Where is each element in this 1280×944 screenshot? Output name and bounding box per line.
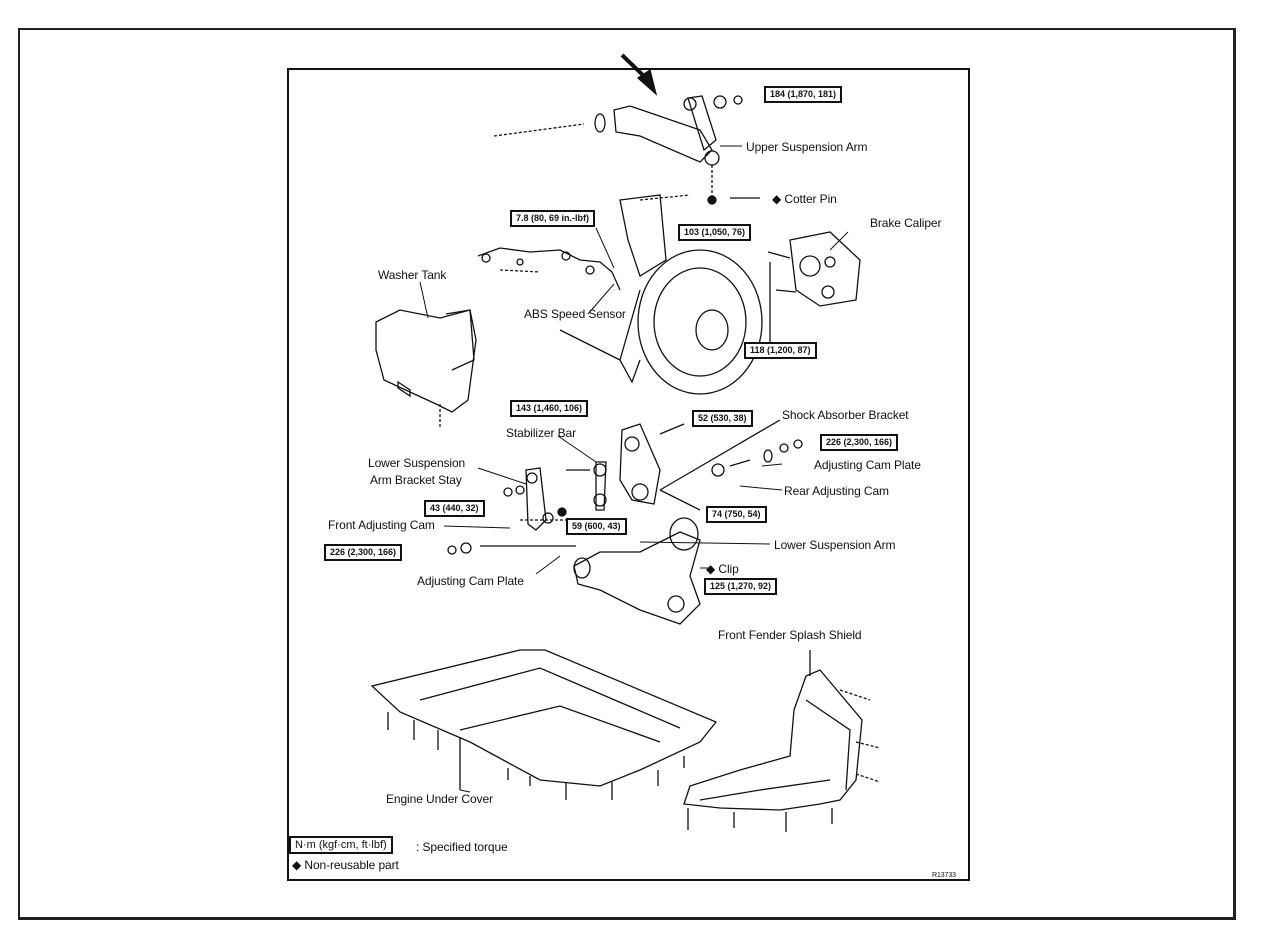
upper-suspension-arm bbox=[493, 95, 760, 205]
legend-nonreusable-text: Non-reusable part bbox=[304, 858, 399, 872]
washer-tank bbox=[375, 309, 477, 428]
torque-box: 59 (600, 43) bbox=[566, 518, 627, 535]
label-adjusting-cam-plate-left: Adjusting Cam Plate bbox=[417, 574, 524, 588]
diagram-panel bbox=[287, 68, 970, 881]
label-lower-suspension-arm: Lower Suspension Arm bbox=[774, 538, 896, 552]
label-upper-suspension-arm: Upper Suspension Arm bbox=[746, 140, 868, 154]
label-stabilizer-bar: Stabilizer Bar bbox=[506, 426, 576, 440]
front-fender-splash-shield bbox=[683, 650, 881, 832]
brake-caliper bbox=[767, 231, 861, 344]
label-lower-arm-stay-line2: Arm Bracket Stay bbox=[370, 473, 462, 487]
nonreusable-diamond-icon: ◆ bbox=[706, 562, 716, 576]
label-abs-speed-sensor: ABS Speed Sensor bbox=[524, 307, 626, 321]
label-rear-adjusting-cam: Rear Adjusting Cam bbox=[784, 484, 889, 498]
nonreusable-diamond-icon: ◆ bbox=[292, 858, 302, 872]
abs-sensor-harness bbox=[477, 247, 621, 291]
torque-box: 143 (1,460, 106) bbox=[510, 400, 589, 417]
torque-box: 226 (2,300, 166) bbox=[820, 434, 899, 451]
torque-box: 52 (530, 38) bbox=[692, 410, 753, 427]
torque-box: 43 (440, 32) bbox=[424, 500, 485, 517]
legend-torque-unit: N·m (kgf·cm, ft·lbf) bbox=[289, 836, 393, 854]
stabilizer-link-shock-bracket bbox=[566, 419, 803, 511]
label-clip-text: Clip bbox=[718, 562, 739, 576]
label-brake-caliper: Brake Caliper bbox=[870, 216, 942, 230]
torque-box: 74 (750, 54) bbox=[706, 506, 767, 523]
torque-box: 118 (1,200, 87) bbox=[744, 342, 817, 359]
nonreusable-diamond-icon: ◆ bbox=[772, 192, 782, 206]
legend-torque-desc: : Specified torque bbox=[416, 840, 508, 854]
torque-box: 125 (1,270, 92) bbox=[704, 578, 778, 595]
steering-knuckle-disc bbox=[559, 194, 763, 395]
torque-box: 226 (2,300, 166) bbox=[324, 544, 403, 561]
label-front-adjusting-cam: Front Adjusting Cam bbox=[328, 518, 435, 532]
torque-box: 184 (1,870, 181) bbox=[764, 86, 843, 103]
torque-box: 103 (1,050, 76) bbox=[678, 224, 752, 241]
label-lower-arm-stay-line1: Lower Suspension bbox=[368, 456, 466, 470]
engine-under-cover bbox=[370, 649, 718, 800]
label-adjusting-cam-plate-right: Adjusting Cam Plate bbox=[814, 458, 921, 472]
figure-code: R13733 bbox=[932, 872, 956, 879]
legend-nonreusable: ◆ Non-reusable part bbox=[292, 858, 399, 872]
label-clip: ◆ Clip bbox=[706, 562, 739, 576]
torque-box: 7.8 (80, 69 in.-lbf) bbox=[510, 210, 596, 227]
label-front-fender-splash-shield: Front Fender Splash Shield bbox=[718, 628, 862, 642]
label-cotter-pin-text: Cotter Pin bbox=[784, 192, 837, 206]
label-engine-under-cover: Engine Under Cover bbox=[386, 792, 493, 806]
label-washer-tank: Washer Tank bbox=[378, 268, 447, 282]
leader-lines bbox=[419, 145, 849, 793]
label-shock-absorber-bracket: Shock Absorber Bracket bbox=[782, 408, 909, 422]
lower-arm-bracket-stay bbox=[503, 467, 547, 531]
outer-frame bbox=[18, 28, 1236, 920]
label-cotter-pin: ◆ Cotter Pin bbox=[772, 192, 837, 206]
